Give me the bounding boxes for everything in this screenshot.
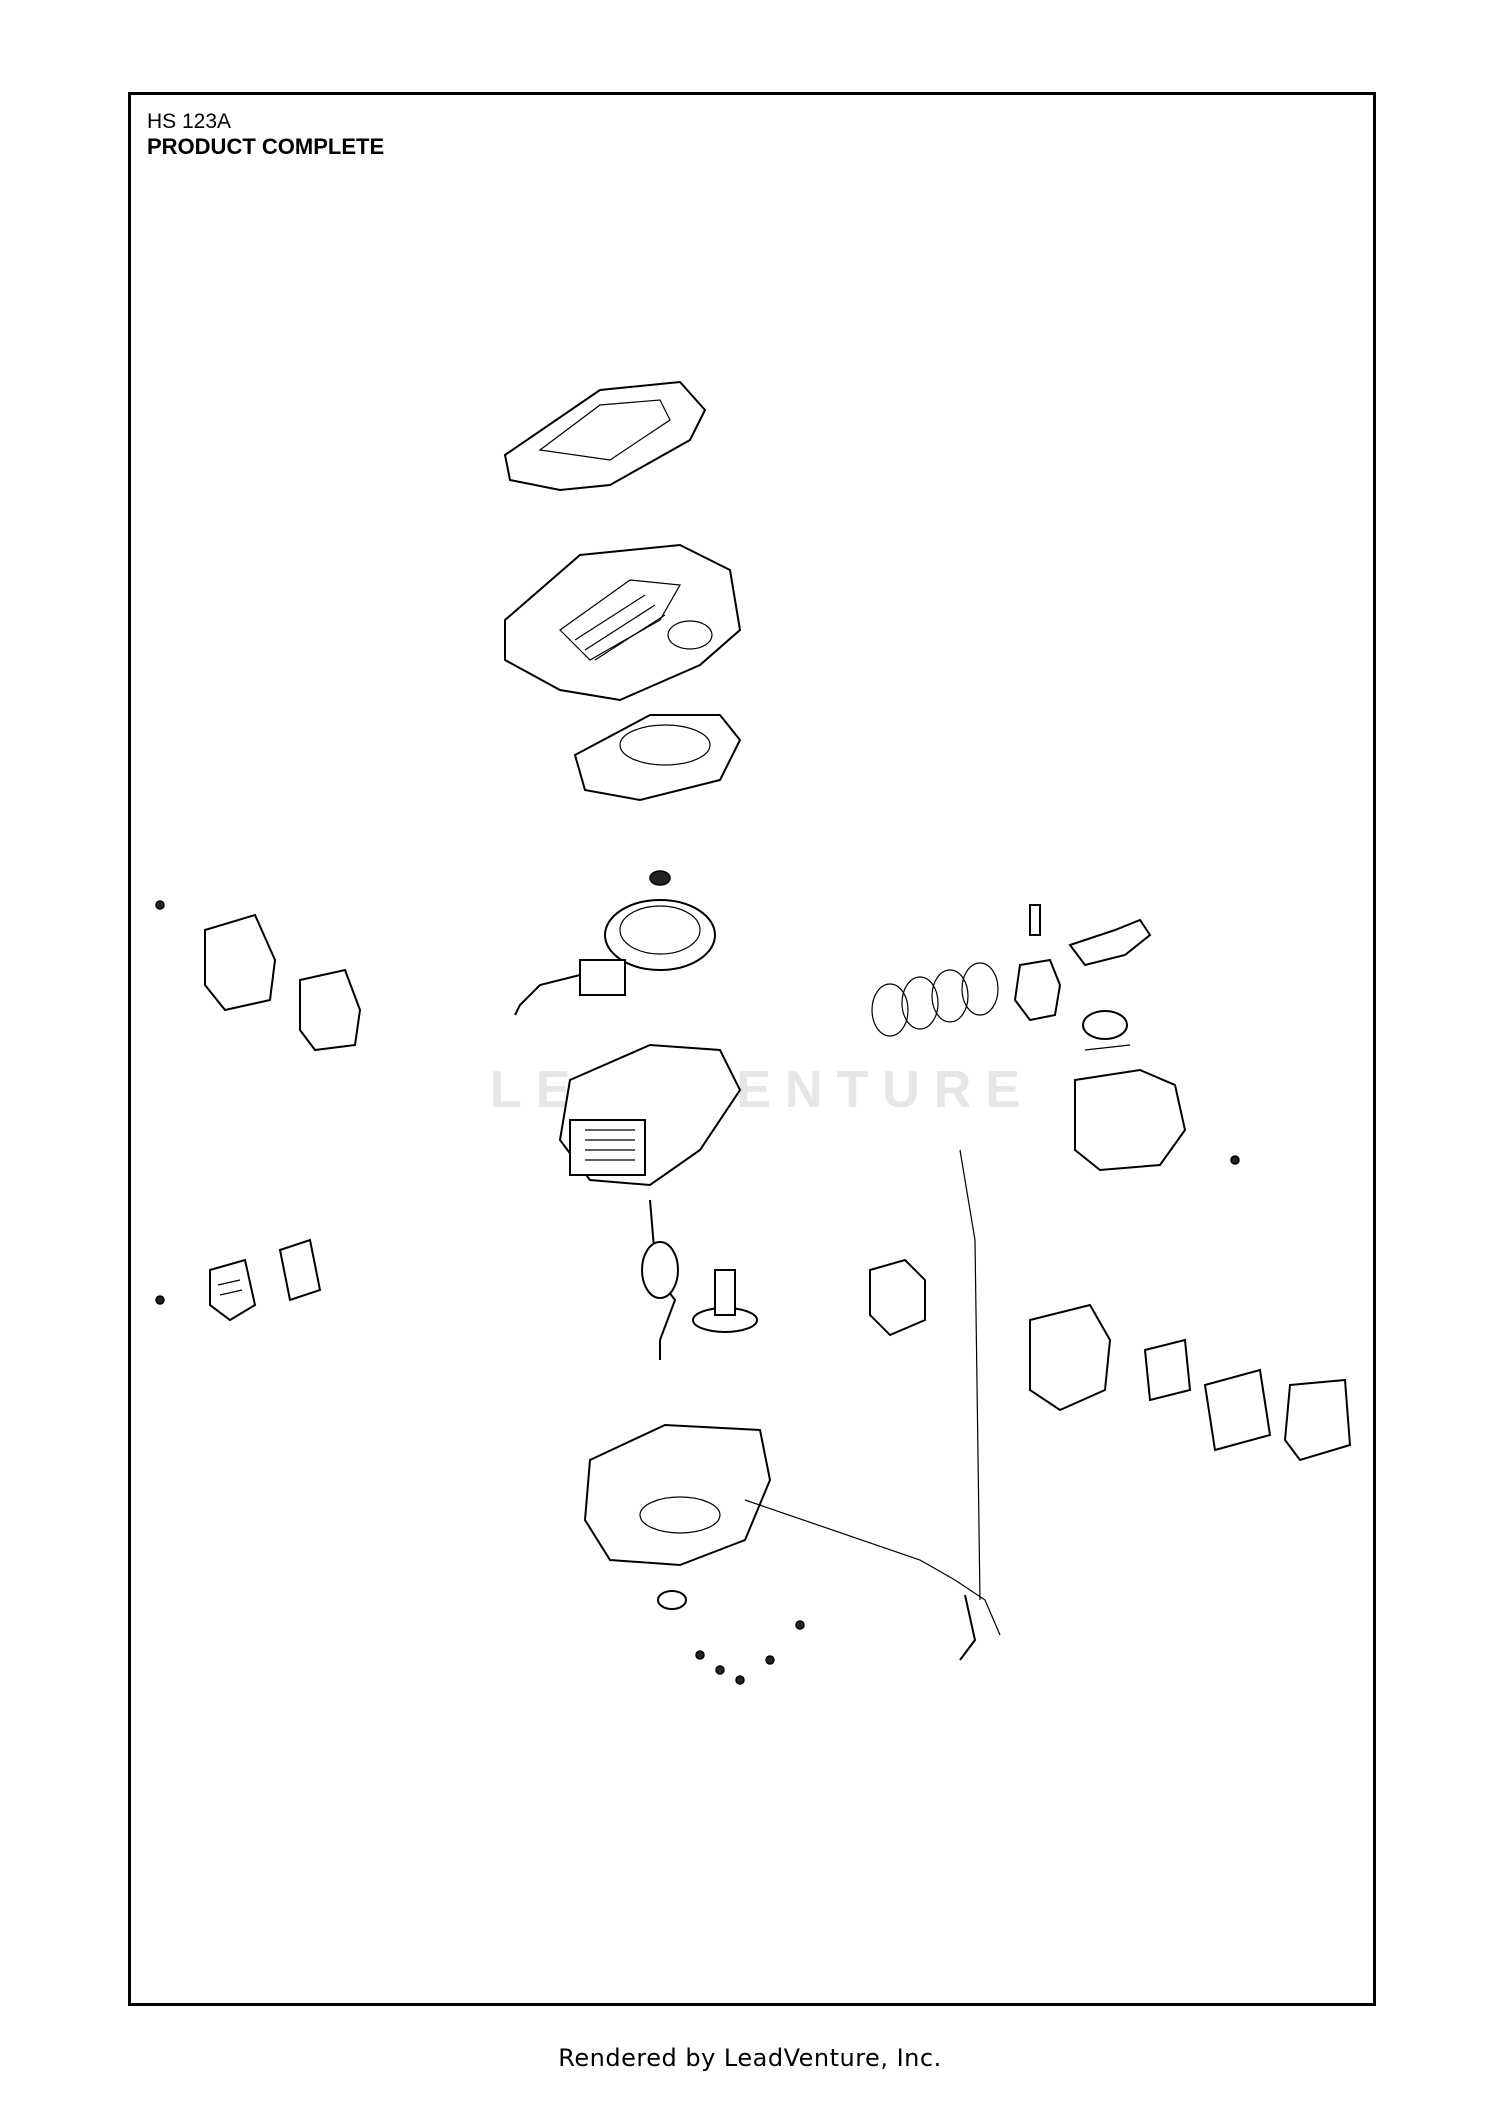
- connecting-rod[interactable]: [1029, 904, 1152, 967]
- governor-linkage[interactable]: [744, 1499, 1001, 1661]
- model-number: HS 123A: [147, 110, 232, 133]
- title-block: HS 123A PRODUCT COMPLETE: [147, 109, 384, 161]
- crankshaft[interactable]: [641, 1199, 679, 1360]
- cam-gear[interactable]: [692, 1269, 758, 1333]
- valve-cover[interactable]: [204, 913, 362, 1052]
- footer-credit: Rendered by LeadVenture, Inc.: [558, 2044, 942, 2072]
- engine-shroud-top[interactable]: [503, 380, 707, 492]
- fuel-tank[interactable]: [1074, 1010, 1187, 1172]
- oil-sump[interactable]: [583, 1423, 772, 1610]
- carburetor[interactable]: [869, 1149, 981, 1601]
- engine-block[interactable]: [558, 1043, 742, 1187]
- flywheel[interactable]: [604, 870, 716, 971]
- ignition-coil[interactable]: [514, 959, 626, 1016]
- fan-cover[interactable]: [573, 714, 742, 802]
- piston-assembly[interactable]: [871, 958, 1062, 1037]
- air-filter-assembly[interactable]: [1029, 1303, 1352, 1462]
- blower-housing[interactable]: [504, 543, 742, 702]
- fasteners: [155, 900, 1240, 1685]
- page-title: PRODUCT COMPLETE: [147, 134, 385, 160]
- diagram-frame: HS 123A PRODUCT COMPLETE: [128, 92, 1376, 2006]
- muffler[interactable]: [209, 1238, 322, 1322]
